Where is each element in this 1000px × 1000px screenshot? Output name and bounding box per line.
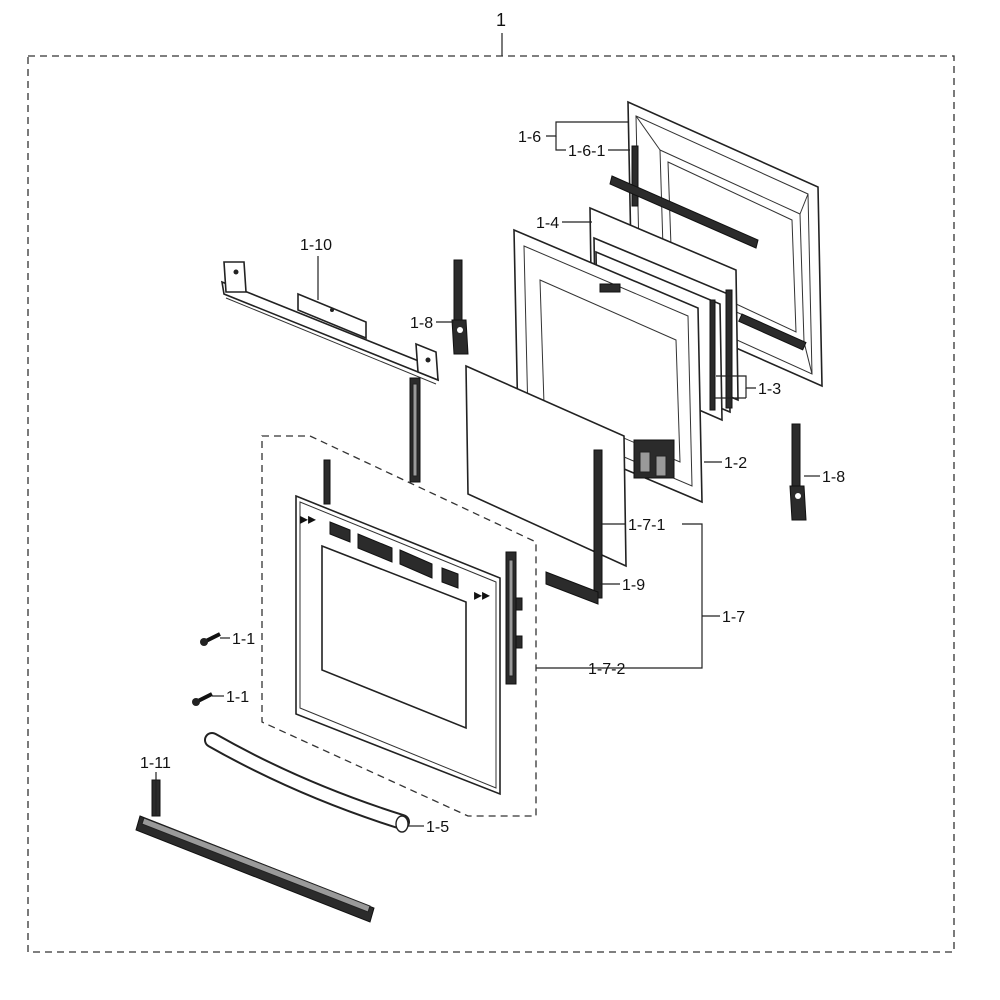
label-1-9: 1-9 [622, 577, 645, 594]
label-1-7-2: 1-7-2 [588, 661, 625, 678]
label-1-5: 1-5 [426, 819, 449, 836]
label-1-7-1: 1-7-1 [628, 517, 665, 534]
leader-1-3 [714, 375, 756, 399]
part-side-bracket-left [409, 377, 421, 483]
label-1-3: 1-3 [758, 381, 781, 398]
part-1-7-2-outer-door: ▸▸ ▸▸ [295, 459, 523, 796]
label-1-6: 1-6 [518, 129, 541, 146]
part-1-7-1-glass-panel [465, 364, 627, 568]
label-1-7: 1-7 [722, 609, 745, 626]
sub-assembly-1-7-boundary [261, 435, 537, 817]
part-1-1-screw-bottom [192, 692, 213, 706]
label-1-8-left: 1-8 [410, 315, 433, 332]
part-1-10-top-trim [220, 261, 440, 385]
label-1-10: 1-10 [300, 237, 332, 254]
part-1-8-hinge-left [451, 259, 469, 355]
assembly-boundary [27, 33, 955, 953]
part-1-1-screw-top [200, 632, 221, 646]
part-1-6-1-gasket [609, 175, 759, 249]
leader-1-6 [546, 121, 630, 151]
arrow-marks-left-icon: ▸▸ [300, 511, 316, 528]
label-1-2: 1-2 [724, 455, 747, 472]
part-1-3-glass-spacer [709, 289, 733, 411]
label-assembly: 1 [496, 10, 506, 30]
part-1-5-handle [204, 732, 410, 833]
label-1-11: 1-11 [140, 755, 171, 772]
label-1-1-bottom: 1-1 [226, 689, 249, 706]
part-1-8-hinge-right [789, 423, 807, 521]
label-1-6-1: 1-6-1 [568, 143, 605, 160]
leader-1-7-1 [536, 523, 720, 669]
arrow-marks-right-icon: ▸▸ [474, 587, 490, 604]
label-1-8-right: 1-8 [822, 469, 845, 486]
label-1-1-top: 1-1 [232, 631, 255, 648]
label-1-4: 1-4 [536, 215, 559, 232]
